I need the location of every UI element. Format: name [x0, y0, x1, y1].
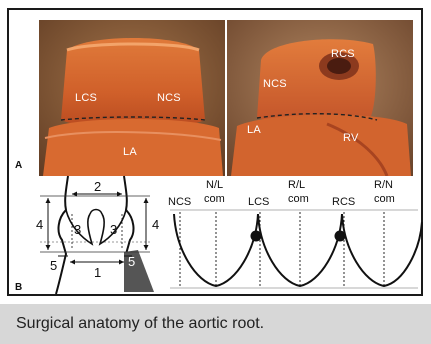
cusp-label-nl-com: com — [204, 193, 225, 205]
cusp-label-nl: N/L — [206, 179, 223, 191]
cusp-label-rn-com: com — [374, 193, 395, 205]
unrolled-root-diagram: NCS N/L com LCS R/L com RCS R/N com — [0, 0, 431, 300]
cusp-label-rl-com: com — [288, 193, 309, 205]
cusp-label-rl: R/L — [288, 179, 305, 191]
figure-caption: Surgical anatomy of the aortic root. — [0, 304, 431, 344]
cusp-label-rn: R/N — [374, 179, 393, 191]
cusp-label-rcs: RCS — [332, 196, 355, 208]
cusp-label-lcs: LCS — [248, 196, 269, 208]
cusp-label-ncs: NCS — [168, 196, 191, 208]
